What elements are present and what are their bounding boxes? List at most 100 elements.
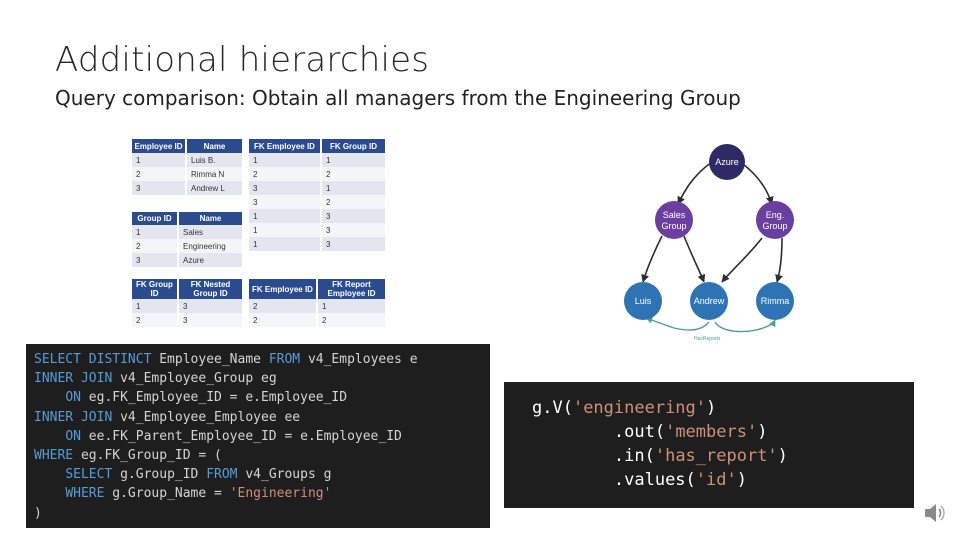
- sql-string: 'Engineering': [229, 486, 332, 502]
- sql-keyword: INNER JOIN: [34, 371, 113, 387]
- graph-edge: [677, 161, 713, 205]
- sql-keyword: FROM: [206, 467, 238, 483]
- node-azure: [709, 144, 745, 180]
- table-header: Name: [186, 139, 242, 153]
- table-header: FK Nested Group ID: [178, 279, 242, 299]
- table-cell: 1: [249, 223, 322, 237]
- edge-label: HasReports: [694, 336, 721, 342]
- table-cell: Andrew L: [186, 181, 242, 195]
- table-cell: 2: [132, 313, 179, 327]
- sql-text: eg.FK_Employee_ID = e.Employee_ID: [80, 390, 348, 406]
- table-header: FK Group ID: [321, 139, 385, 153]
- gremlin-text: ): [757, 422, 768, 442]
- report-edge: [714, 319, 776, 333]
- node-label: Rimma: [761, 296, 790, 306]
- table-cell: Sales: [178, 225, 242, 239]
- table-cell: 3: [132, 253, 179, 267]
- gremlin-text: ): [736, 470, 747, 490]
- graph-edge: [683, 235, 706, 283]
- graph-edge: [721, 237, 763, 283]
- sql-text: ee.FK_Parent_Employee_ID = e.Employee_ID: [80, 428, 402, 444]
- gremlin-text: ): [706, 398, 717, 418]
- node-label: Luis: [635, 296, 652, 306]
- graph-edge: [775, 237, 783, 283]
- slide-subtitle: Query comparison: Obtain all managers fr…: [55, 86, 741, 110]
- table-header: FK Employee ID: [249, 139, 322, 153]
- sql-keyword: FROM: [268, 352, 301, 367]
- table-cell: 2: [249, 313, 318, 327]
- graph-edge: [739, 161, 774, 205]
- sql-code-block: SELECT DISTINCT Employee_Name FROM v4_Em…: [26, 344, 490, 528]
- slide-title: Additional hierarchies: [55, 40, 430, 80]
- table-cell: 2: [321, 167, 385, 181]
- table-header: FK Report Employee ID: [317, 279, 385, 299]
- table-cell: 3: [321, 209, 385, 223]
- table-cell: 2: [132, 239, 179, 253]
- graph-edge: [641, 235, 663, 283]
- table-cell: 1: [321, 181, 385, 195]
- table-cell: 1: [132, 153, 187, 167]
- speaker-icon[interactable]: [922, 500, 948, 526]
- node-luis: [624, 282, 662, 320]
- node-label: Azure: [715, 157, 739, 167]
- report-edge: [645, 316, 710, 331]
- gremlin-text: .in(: [613, 446, 655, 466]
- table-cell: 2: [317, 313, 385, 327]
- table-cell: 1: [132, 225, 179, 239]
- gremlin-string: 'id': [695, 470, 737, 490]
- node-label: Eng.: [766, 210, 785, 220]
- table-cell: Luis B.: [186, 153, 242, 167]
- gremlin-text: ): [777, 446, 788, 466]
- table-cell: 3: [321, 237, 385, 251]
- node-eng-group: [756, 201, 794, 239]
- table-cell: 2: [249, 167, 322, 181]
- sql-keyword: WHERE: [34, 448, 74, 464]
- table-cell: 3: [132, 181, 187, 195]
- table-cell: Rimma N: [186, 167, 242, 181]
- table-cell: 3: [321, 223, 385, 237]
- sql-keyword: SELECT DISTINCT: [34, 352, 152, 367]
- gremlin-code-block: g.V('engineering') .out('members') .in('…: [504, 382, 914, 508]
- table-cell: 2: [132, 167, 187, 181]
- sql-text: v4_Employees e: [300, 352, 418, 367]
- gremlin-text: .values(: [613, 470, 696, 490]
- sql-text: v4_Groups g: [237, 467, 332, 483]
- sql-text: v4_Employee_Group eg: [112, 371, 277, 387]
- sql-text: eg.FK_Group_ID = (: [73, 448, 222, 464]
- sql-text: g.Group_ID: [112, 467, 207, 483]
- node-rimma: [756, 282, 794, 320]
- table-cell: Engineering: [178, 239, 242, 253]
- table-cell: 1: [132, 299, 179, 313]
- gremlin-string: 'has_report': [654, 446, 778, 466]
- node-label: Andrew: [694, 296, 725, 306]
- sql-text: v4_Employee_Employee ee: [112, 409, 301, 425]
- sql-keyword: INNER JOIN: [34, 409, 113, 425]
- table-cell: 3: [249, 181, 322, 195]
- sql-text: ): [34, 505, 42, 521]
- gremlin-text: .out(: [613, 422, 666, 442]
- table-header: FK Group ID: [132, 279, 179, 299]
- sql-text: g.Group_Name =: [104, 486, 230, 502]
- table-header: Group ID: [132, 212, 179, 225]
- node-label: Group: [661, 221, 686, 231]
- table-cell: 1: [317, 299, 385, 313]
- gremlin-string: 'members': [665, 422, 758, 442]
- node-label: Sales: [663, 210, 686, 220]
- sql-keyword: ON: [65, 428, 81, 444]
- table-cell: Azure: [178, 253, 242, 267]
- node-andrew: [690, 282, 728, 320]
- sql-keyword: ON: [65, 390, 81, 406]
- table-header: Name: [178, 212, 242, 225]
- table-cell: 1: [249, 237, 322, 251]
- table-cell: 3: [249, 195, 322, 209]
- node-label: Group: [762, 221, 787, 231]
- table-cell: 1: [249, 209, 322, 223]
- table-cell: 2: [249, 299, 318, 313]
- sql-keyword: SELECT: [65, 467, 113, 483]
- table-cell: 3: [178, 299, 242, 313]
